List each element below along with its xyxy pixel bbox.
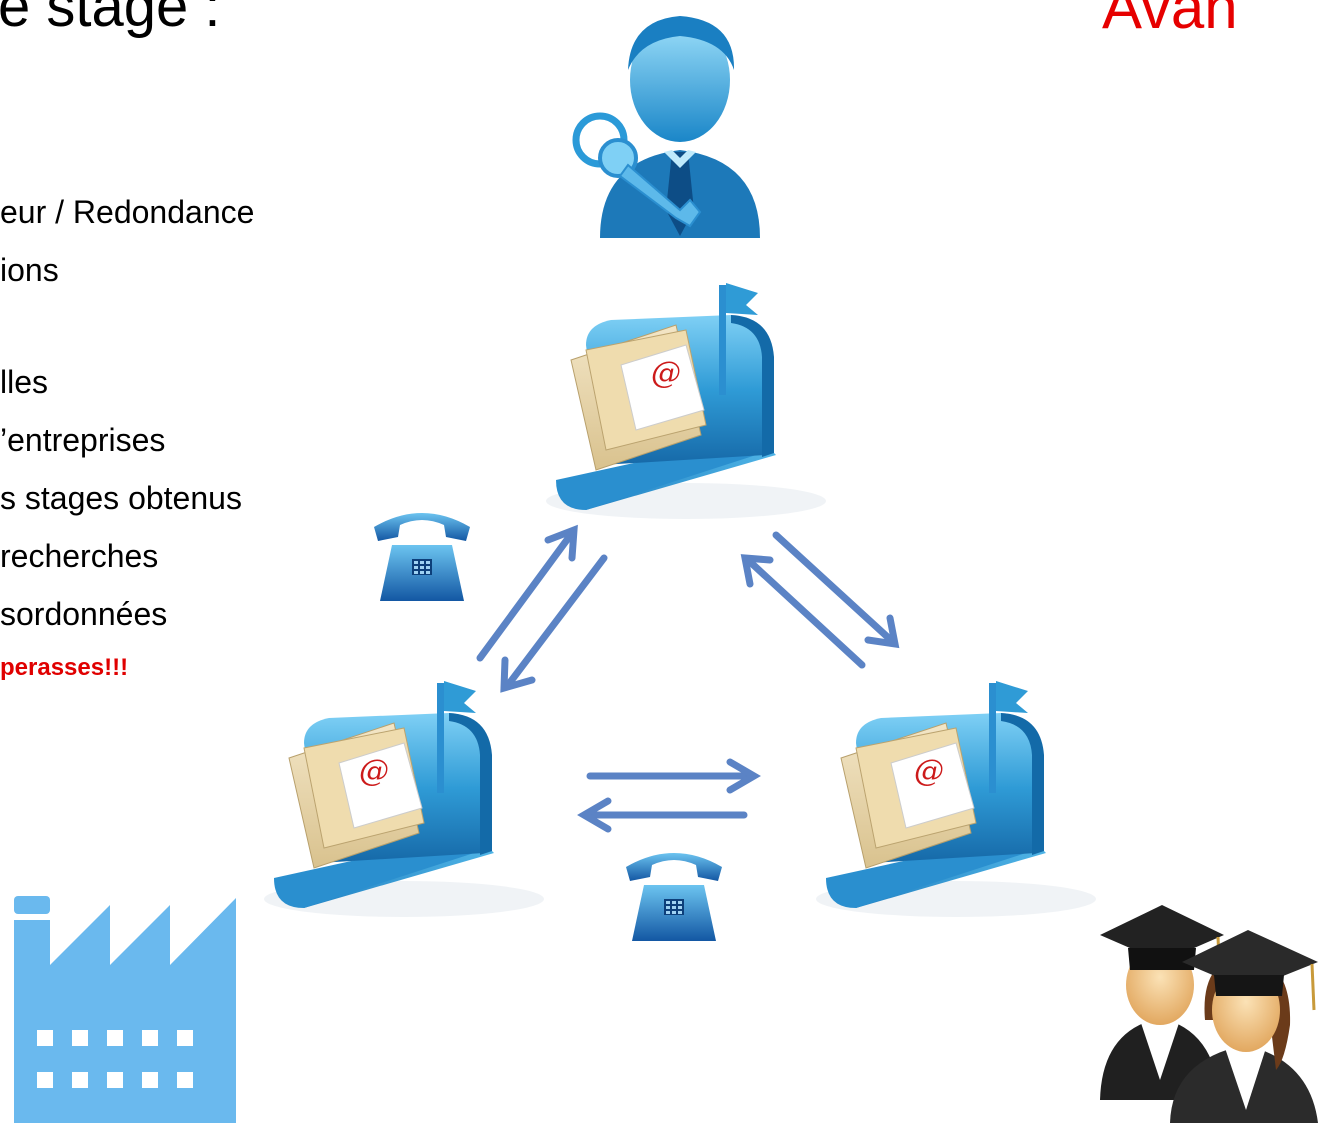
factory-icon [14,896,236,1123]
arrowhead [500,656,536,693]
mailbox-at-label: @ [914,754,944,789]
arrowhead [740,554,774,588]
mailbox-icon: @ [815,680,1097,918]
arrowhead [577,797,612,833]
bullet-item-highlight: perasses!!! [0,654,129,681]
mailbox-at-label: @ [651,356,681,391]
bullet-item: lles [0,364,49,400]
mailbox-icon: @ [263,680,545,918]
arrowhead [544,524,578,562]
arrowhead [726,758,761,794]
bullet-item: eur / Redondance [0,194,255,230]
admin-user-key-icon [572,16,760,238]
bullet-item: recherches [0,538,159,574]
exchange-arrows [476,524,900,833]
telephone-icon [374,513,470,601]
mailbox-at-label: @ [359,754,389,789]
graduate-students-icon [1100,905,1318,1123]
bullet-item: sordonnées [0,596,168,632]
arrow-top-to-right [772,531,897,646]
arrow-top-to-left [504,554,608,689]
bullet-item: ’entreprises [0,422,166,458]
arrowhead [864,614,900,649]
bullet-item: s stages obtenus [0,480,242,516]
mailbox-icon: @ [545,282,827,520]
bullet-item: ions [0,252,59,288]
slide-title-right: Avan [1102,0,1238,41]
arrow-right-to-top [744,556,866,669]
telephone-icon [626,853,722,941]
slide-title: e stage : [0,0,221,39]
arrow-left-to-top [476,529,576,662]
